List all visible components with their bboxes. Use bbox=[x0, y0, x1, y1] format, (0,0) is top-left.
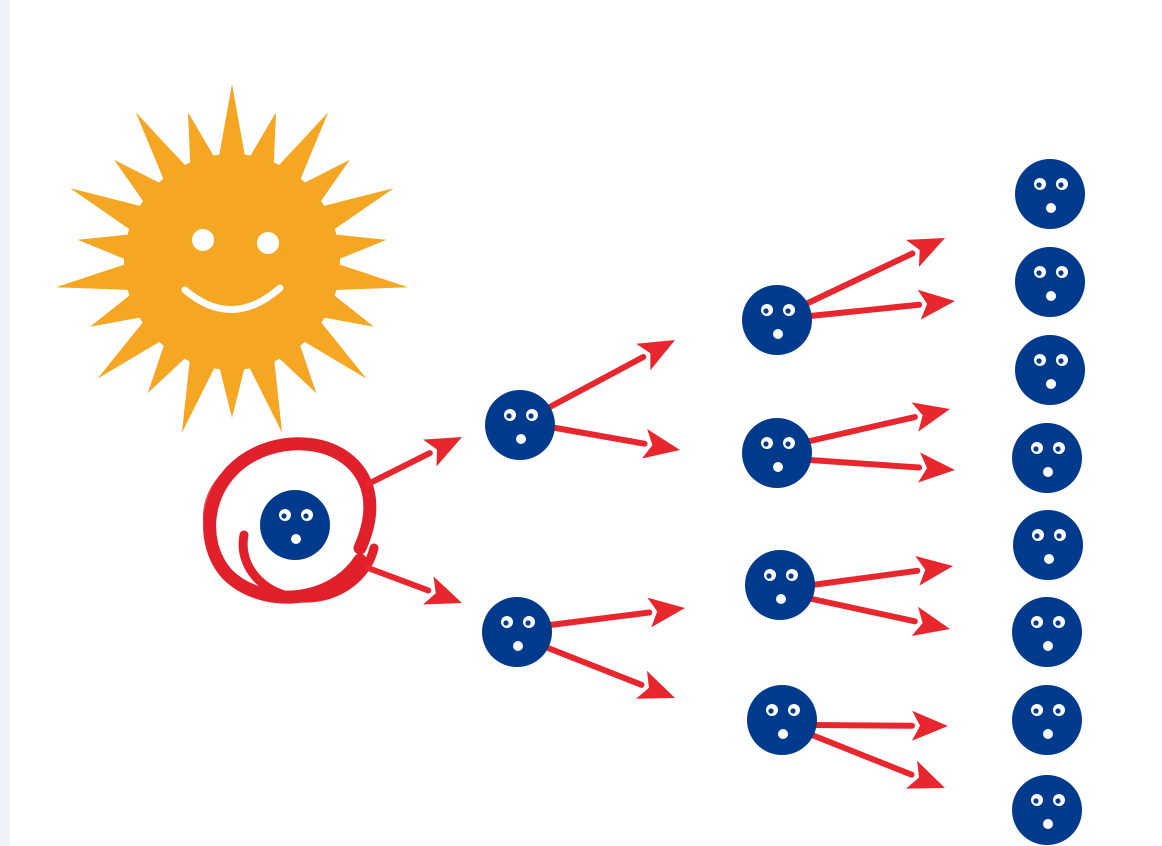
face-molecule-icon bbox=[742, 418, 812, 488]
face-molecule-icon bbox=[485, 390, 555, 460]
face-molecule-icon bbox=[745, 550, 815, 620]
red-arrow-icon bbox=[548, 340, 675, 408]
face-molecule-icon bbox=[1012, 775, 1082, 845]
face-molecule-icon bbox=[1012, 597, 1082, 667]
red-arrow-icon bbox=[812, 735, 945, 789]
face-molecule-icon bbox=[1012, 423, 1082, 493]
red-arrow-icon bbox=[548, 648, 675, 699]
red-arrow-icon bbox=[550, 427, 680, 458]
red-arrow-icon bbox=[812, 599, 950, 636]
red-arrow-icon bbox=[810, 453, 955, 483]
molecules-group bbox=[260, 159, 1085, 845]
red-arrow-icon bbox=[368, 437, 462, 484]
face-molecule-icon bbox=[260, 490, 330, 560]
red-arrow-icon bbox=[812, 556, 953, 586]
red-arrow-icon bbox=[810, 402, 950, 441]
face-molecule-icon bbox=[747, 685, 817, 755]
red-arrow-icon bbox=[368, 568, 462, 604]
face-molecule-icon bbox=[1015, 335, 1085, 405]
face-molecule-icon bbox=[742, 285, 812, 355]
face-molecule-icon bbox=[1015, 247, 1085, 317]
face-molecule-icon bbox=[1012, 685, 1082, 755]
face-molecule-icon bbox=[1013, 510, 1083, 580]
arrows-group bbox=[368, 238, 955, 789]
red-arrow-icon bbox=[550, 598, 685, 628]
red-arrow-icon bbox=[812, 711, 948, 741]
face-molecule-icon bbox=[1015, 159, 1085, 229]
face-molecule-icon bbox=[482, 597, 552, 667]
sun-icon bbox=[56, 84, 408, 433]
